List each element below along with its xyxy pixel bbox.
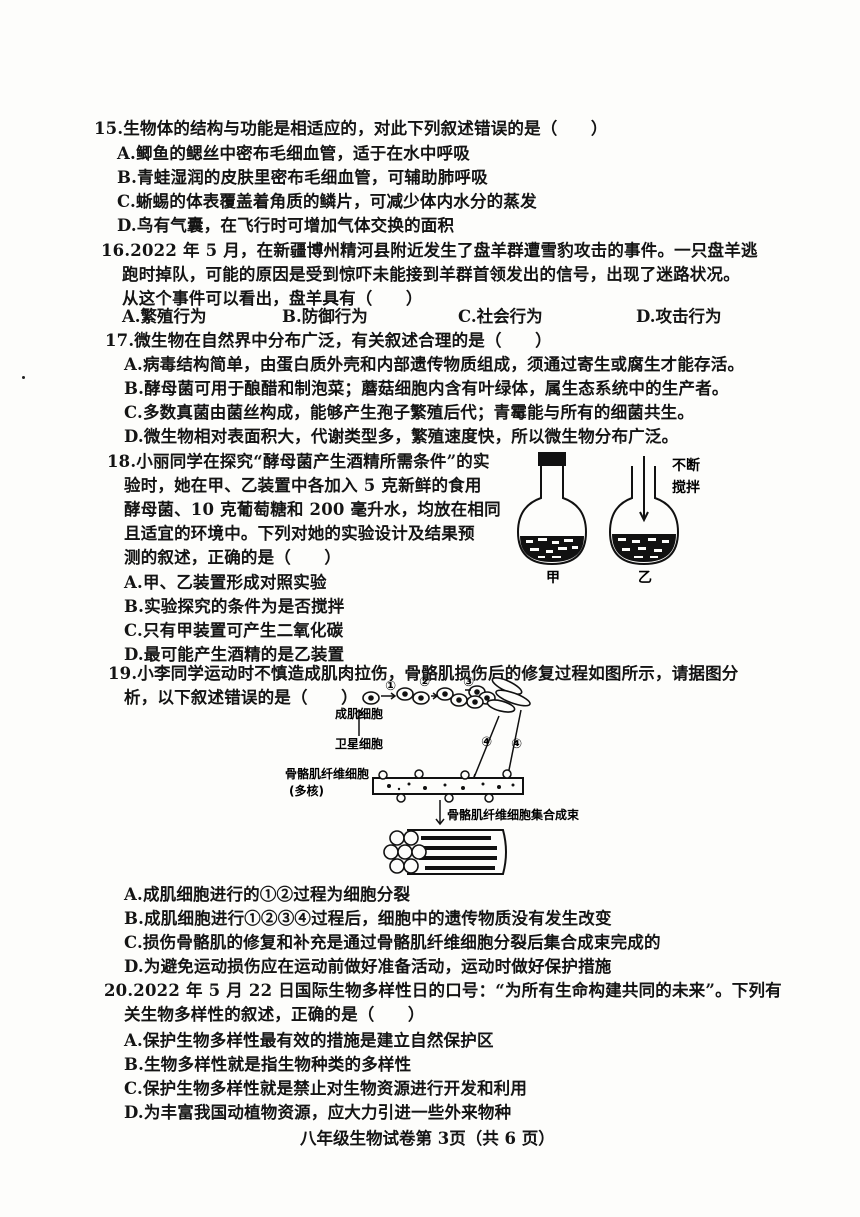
q20-stem-line-2: 关生物多样性的叙述，正确的是（ ） xyxy=(124,1005,425,1024)
q20-stem-line-1: 20.2022 年 5 月 22 日国际生物多样性日的口号：“为所有生命构建共同… xyxy=(104,981,782,1000)
q19-option-d: D.为避免运动损伤应在运动前做好准备活动，运动时做好保护措施 xyxy=(124,957,612,976)
muscle-fiber xyxy=(372,769,524,803)
q20-option-a: A.保护生物多样性最有效的措施是建立自然保护区 xyxy=(124,1031,494,1050)
q19-option-a: A.成肌细胞进行的①②过程为细胞分裂 xyxy=(124,885,411,904)
label-fiber: 骨骼肌纤维细胞 xyxy=(285,766,369,781)
label-satellite: 卫星细胞 xyxy=(335,736,383,751)
q18-stem-line-4: 且适宜的环境中。下列对她的实验设计及结果预 xyxy=(124,524,475,543)
q17-stem: 17.微生物在自然界中分布广泛，有关叙述合理的是（ ） xyxy=(105,331,552,350)
q18-flask-figure: 不断 搅拌 甲 乙 xyxy=(516,452,700,586)
q18-option-d: D.最可能产生酒精的是乙装置 xyxy=(124,645,345,664)
q20-option-c: C.保护生物多样性就是禁止对生物资源进行开发和利用 xyxy=(124,1079,528,1098)
q19-option-b: B.成肌细胞进行①②③④过程后，细胞中的遗传物质没有发生改变 xyxy=(124,909,612,928)
step-3: ③ xyxy=(463,675,474,690)
q19-stem-line-2: 析，以下叙述错误的是（ ） xyxy=(124,688,358,707)
q15-option-d: D.鸟有气囊，在飞行时可增加气体交换的面积 xyxy=(117,216,455,235)
q18-option-a: A.甲、乙装置形成对照实验 xyxy=(124,573,327,592)
q16-option-d: D.攻击行为 xyxy=(636,307,722,326)
label-bundle: 骨骼肌纤维细胞集合成束 xyxy=(447,807,580,822)
q16-option-a: A.繁殖行为 xyxy=(122,307,207,326)
q18-stem-line-1: 18.小丽同学在探究“酵母菌产生酒精所需条件”的实 xyxy=(107,452,490,471)
q18-stem-line-3: 酵母菌、10 克葡萄糖和 200 毫升水，均放在相同 xyxy=(124,500,501,519)
q18-option-c: C.只有甲装置可产生二氧化碳 xyxy=(124,621,344,640)
label-stir-1: 不断 xyxy=(672,457,700,474)
q18-stem-line-5: 测的叙述，正确的是（ ） xyxy=(124,548,342,567)
label-jia: 甲 xyxy=(546,570,560,586)
label-myoblast: 成肌细胞 xyxy=(335,706,383,721)
q16-stem-line-3: 从这个事件可以看出，盘羊具有（ ） xyxy=(122,289,423,308)
q15-option-a: A.鲫鱼的鳃丝中密布毛细血管，适于在水中呼吸 xyxy=(117,144,470,163)
q18-stem-line-2: 验时，她在甲、乙装置中各加入 5 克新鲜的食用 xyxy=(124,476,482,495)
q17-option-c: C.多数真菌由菌丝构成，能够产生孢子繁殖后代；青霉能与所有的细菌共生。 xyxy=(124,403,695,422)
flask-yi xyxy=(608,456,680,566)
q15-stem: 15.生物体的结构与功能是相适应的，对此下列叙述错误的是（ ） xyxy=(94,119,608,138)
q19-stem-line-1: 19.小李同学运动时不慎造成肌肉拉伤，骨骼肌损伤后的修复过程如图所示，请据图分 xyxy=(108,664,739,683)
q16-option-c: C.社会行为 xyxy=(458,307,543,326)
q19-option-c: C.损伤骨骼肌的修复和补充是通过骨骼肌纤维细胞分裂后集合成束完成的 xyxy=(124,933,661,952)
step-4b: ④ xyxy=(511,737,522,752)
step-4a: ④ xyxy=(481,735,492,750)
q15-option-c: C.蜥蜴的体表覆盖着角质的鳞片，可减少体内水分的蒸发 xyxy=(117,192,537,211)
q18-option-b: B.实验探究的条件为是否搅拌 xyxy=(124,597,345,616)
step-1: ① xyxy=(385,679,396,694)
q17-option-a: A.病毒结构简单，由蛋白质外壳和内部遗传物质组成，须通过寄生或腐生才能存活。 xyxy=(124,355,745,374)
q20-option-b: B.生物多样性就是指生物种类的多样性 xyxy=(124,1055,412,1074)
label-multinucleate: (多核) xyxy=(289,783,324,798)
step-2: ② xyxy=(419,675,430,690)
q17-option-b: B.酵母菌可用于酿醋和制泡菜；蘑菇细胞内含有叶绿体，属生态系统中的生产者。 xyxy=(124,379,729,398)
q15-option-b: B.青蛙湿润的皮肤里密布毛细血管，可辅助肺呼吸 xyxy=(117,168,488,187)
label-yi: 乙 xyxy=(638,570,652,586)
q16-stem-line-2: 跑时掉队，可能的原因是受到惊吓未能接到羊群首领发出的信号，出现了迷路状况。 xyxy=(122,265,740,284)
q19-repair-figure: ① ② ③ ④ ④ 成肌细胞 卫星细胞 骨骼肌纤维细胞 (多核) 骨骼肌纤维细胞… xyxy=(285,675,580,875)
q16-stem-line-1: 16.2022 年 5 月，在新疆博州精河县附近发生了盘羊群遭雪豹攻击的事件。一… xyxy=(101,241,758,260)
q16-option-b: B.防御行为 xyxy=(282,307,368,326)
flask-jia-stopper xyxy=(538,452,566,466)
scan-speck xyxy=(22,376,25,379)
fiber-bundle xyxy=(383,829,507,875)
q17-option-d: D.微生物相对表面积大，代谢类型多，繁殖速度快，所以微生物分布广泛。 xyxy=(124,427,679,446)
flask-jia xyxy=(516,452,588,566)
label-stir-2: 搅拌 xyxy=(672,479,700,496)
page-footer: 八年级生物试卷第 3页（共 6 页） xyxy=(300,1129,555,1148)
q20-option-d: D.为丰富我国动植物资源，应大力引进一些外来物种 xyxy=(124,1103,512,1122)
